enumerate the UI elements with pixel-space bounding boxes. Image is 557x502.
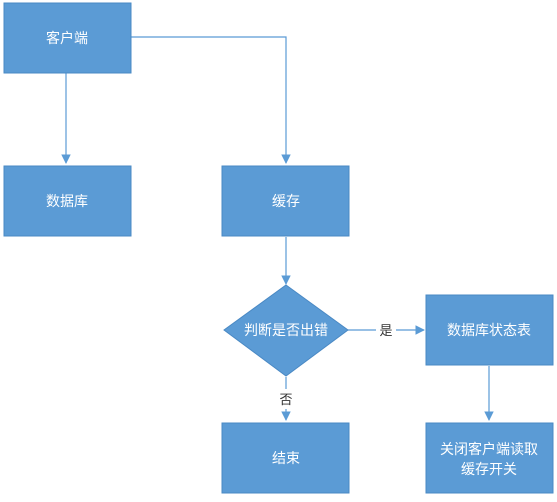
node-close-cache-switch: 关闭客户端读取 缓存开关 [425,422,554,494]
node-close-cache-switch-line1: 关闭客户端读取 [440,441,538,458]
node-database-label: 数据库 [46,194,88,210]
node-decision: 判断是否出错 [223,284,349,377]
edge-client-to-cache [130,36,291,164]
node-end-label: 结束 [272,451,300,467]
node-client: 客户端 [3,2,132,74]
edge-label-no: 否 [279,393,292,408]
node-database: 数据库 [3,165,132,237]
node-cache-label: 缓存 [272,194,300,210]
node-db-status-table: 数据库状态表 [425,294,554,366]
edge-label-yes: 是 [379,324,392,339]
node-cache: 缓存 [221,165,350,237]
edge-label-no-bg [276,389,296,409]
node-db-status-table-label: 数据库状态表 [447,323,531,339]
node-client-label: 客户端 [46,30,88,47]
node-decision-label: 判断是否出错 [244,323,328,339]
node-end: 结束 [221,422,350,494]
node-close-cache-switch-line2: 缓存开关 [461,462,517,478]
edge-label-yes-bg [376,320,396,340]
